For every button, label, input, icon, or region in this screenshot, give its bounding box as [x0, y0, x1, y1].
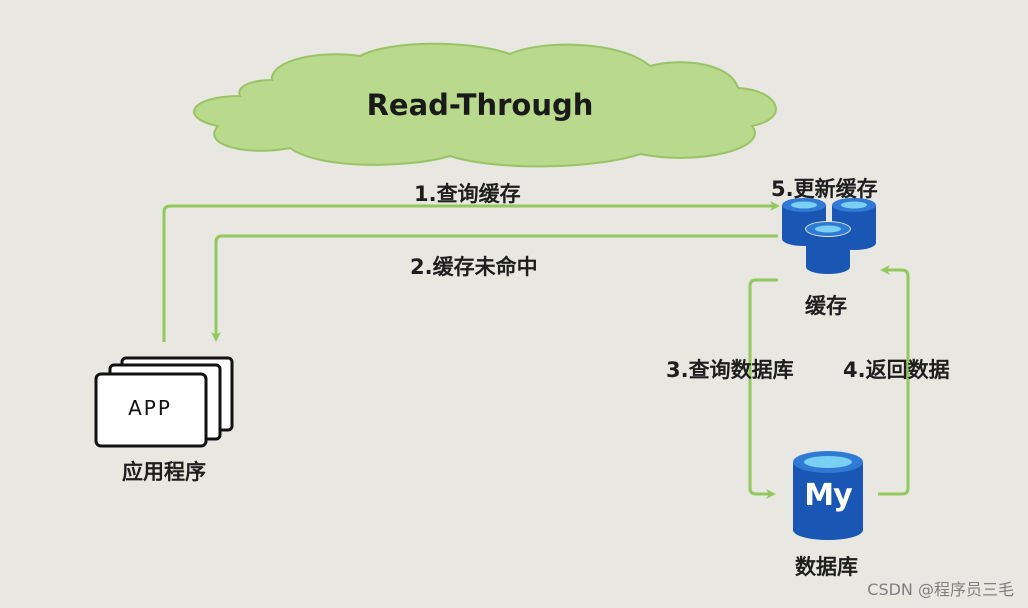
app-icon-text: APP [128, 396, 172, 420]
database-icon [793, 451, 863, 540]
label-query-cache: 1.查询缓存 [414, 182, 521, 206]
label-query-db: 3.查询数据库 [666, 358, 794, 382]
label-app: 应用程序 [122, 460, 206, 484]
arrow-query-cache [162, 201, 780, 342]
watermark: CSDN @程序员三毛 [867, 580, 1014, 599]
cache-icon [782, 198, 876, 274]
label-return-data: 4.返回数据 [843, 358, 950, 382]
label-database: 数据库 [795, 555, 858, 579]
diagram-title: Read-Through [366, 88, 594, 122]
app-icon [94, 356, 234, 448]
arrow-cache-miss [211, 234, 778, 342]
arrow-query-db [748, 278, 778, 499]
arrow-return-data [878, 265, 910, 496]
label-cache-miss: 2.缓存未命中 [410, 255, 538, 279]
title-cloud [193, 42, 777, 168]
label-update-cache: 5.更新缓存 [771, 177, 878, 201]
database-icon-text: My [804, 478, 852, 513]
label-cache: 缓存 [805, 294, 847, 318]
